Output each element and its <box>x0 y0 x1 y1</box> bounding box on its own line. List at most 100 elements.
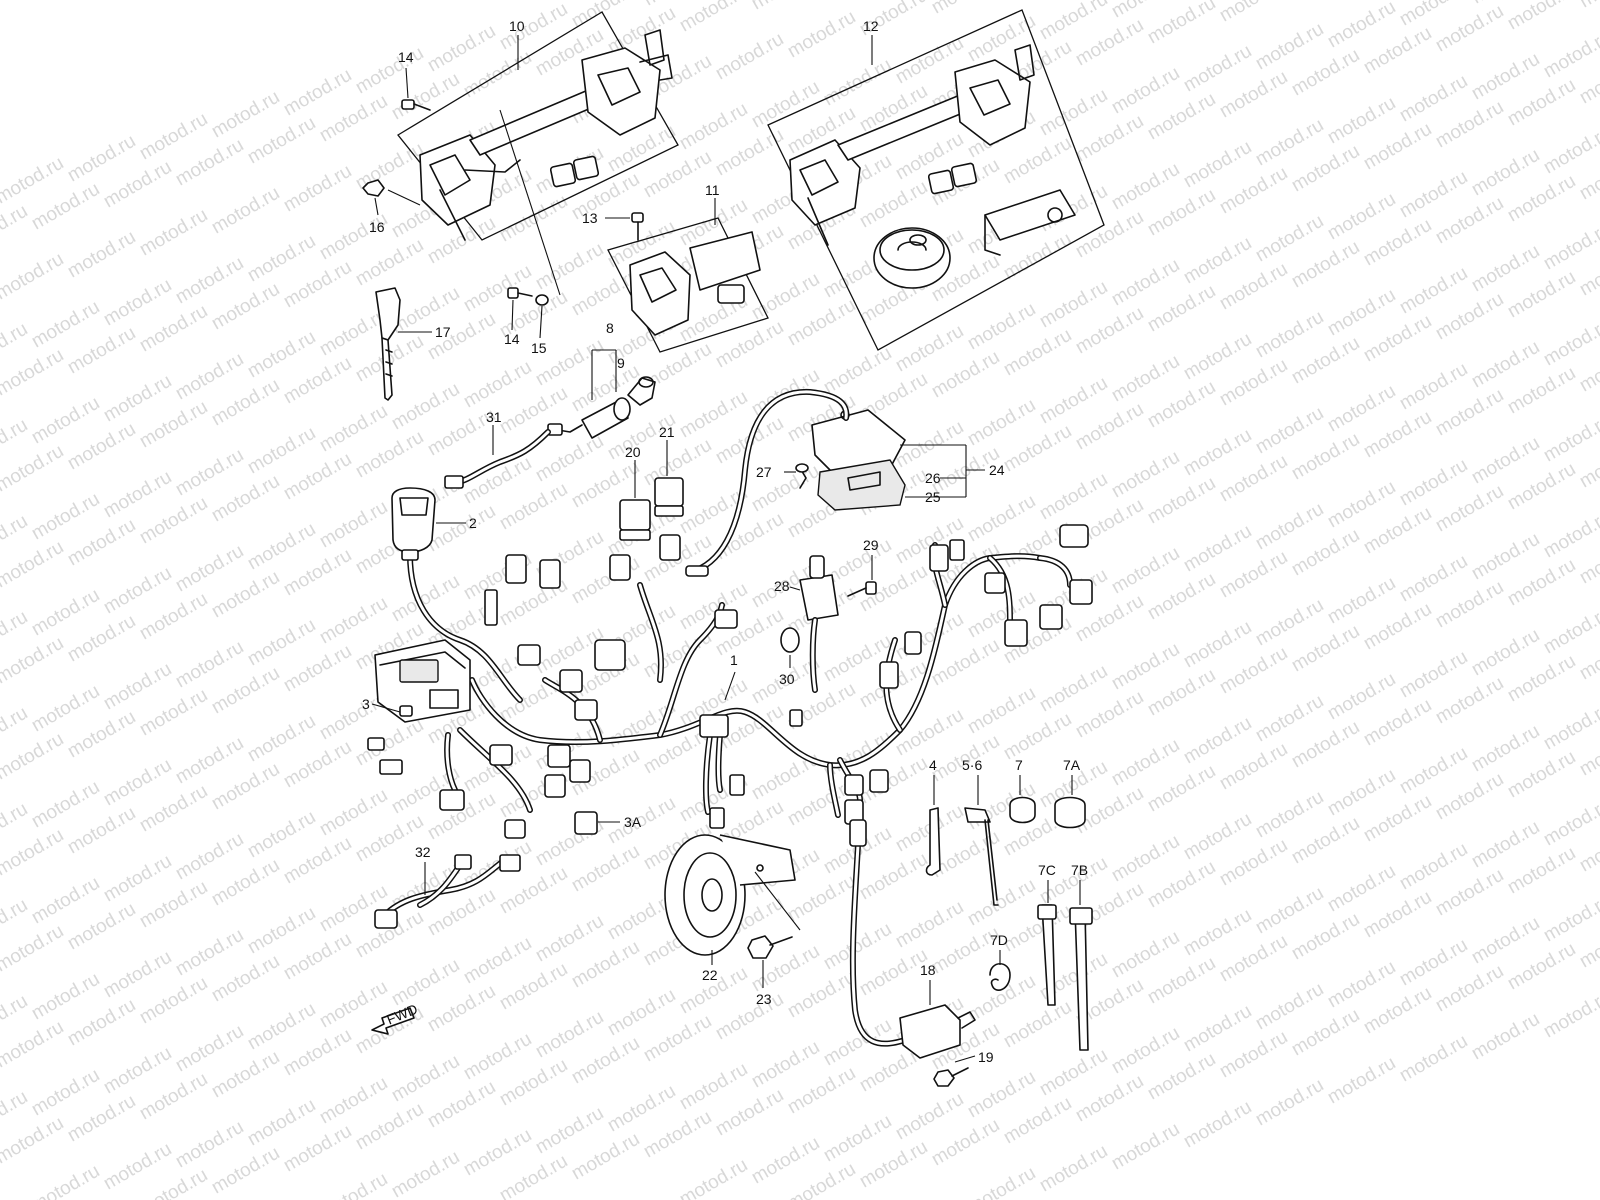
watermark-text: motod.ru <box>280 161 355 217</box>
washer-15 <box>499 109 561 339</box>
sub-harness-32 <box>374 854 521 929</box>
watermark-text: motod.ru <box>316 1169 391 1200</box>
callout-29: 29 <box>863 537 879 553</box>
watermark-text: motod.ru <box>1540 795 1600 851</box>
control-unit-24 <box>811 409 985 511</box>
clamp-7B <box>1069 880 1093 1051</box>
ignition-switch-2 <box>391 487 466 561</box>
bolt-23 <box>747 935 793 988</box>
watermark-text: motod.ru <box>1540 27 1600 83</box>
callout-24: 24 <box>989 462 1005 478</box>
callout-4: 4 <box>929 757 937 773</box>
watermark-text: motod.ru <box>1540 219 1600 275</box>
watermark-text: motod.ru <box>784 7 859 63</box>
callout-26: 26 <box>925 470 941 486</box>
watermark-text: motod.ru <box>28 1161 103 1200</box>
watermark-text: motod.ru <box>0 441 67 497</box>
screw-29 <box>847 555 877 597</box>
horn-22 <box>664 834 801 965</box>
callout-8: 8 <box>606 320 614 336</box>
watermark-text: motod.ru <box>0 633 67 689</box>
clamp-5-6 <box>964 775 999 906</box>
watermark-text: motod.ru <box>1540 315 1600 371</box>
accessory-socket-8 <box>547 349 656 439</box>
watermark-text: motod.ru <box>352 139 427 195</box>
watermark-text: motod.ru <box>1288 0 1363 4</box>
watermark-text: motod.ru <box>64 227 139 283</box>
callout-19: 19 <box>978 1049 994 1065</box>
relay-20 <box>619 460 651 541</box>
clamp-7C <box>1037 880 1057 1006</box>
watermark-text: motod.ru <box>1036 1141 1111 1197</box>
assembly-box-12 <box>767 9 1105 351</box>
screw-19 <box>933 1055 976 1087</box>
watermark-text: motod.ru <box>0 201 31 257</box>
watermark-text: motod.ru <box>1324 1053 1399 1109</box>
collar-30 <box>780 627 800 668</box>
watermark-text: motod.ru <box>1468 1009 1543 1065</box>
watermark-text: motod.ru <box>0 537 67 593</box>
callout-14-top: 14 <box>398 49 414 65</box>
sensor-lead-cable <box>685 388 850 577</box>
callout-9: 9 <box>617 355 625 371</box>
relay-21 <box>654 440 684 517</box>
bolt-14-lower <box>507 287 533 331</box>
callout-labels: 1 2 3 3A 4 5·6 7 7A 7B 7C 7D 8 9 10 11 1… <box>362 18 1088 1065</box>
callout-21: 21 <box>659 424 675 440</box>
callout-18: 18 <box>920 962 936 978</box>
callout-28: 28 <box>774 578 790 594</box>
watermark-text: motod.ru <box>1540 699 1600 755</box>
callout-20: 20 <box>625 444 641 460</box>
watermark-text: motod.ru <box>1504 0 1579 34</box>
watermark-text: motod.ru <box>712 29 787 85</box>
callout-3A: 3A <box>624 814 642 830</box>
ignition-key-17 <box>375 287 432 401</box>
callout-10: 10 <box>509 18 525 34</box>
callout-13: 13 <box>582 210 598 226</box>
clamp-7A <box>1054 775 1086 829</box>
callout-2: 2 <box>469 515 477 531</box>
watermark-text: motod.ru <box>1540 123 1600 179</box>
watermark-text: motod.ru <box>136 205 211 261</box>
callout-5-6: 5·6 <box>962 757 982 773</box>
screw-14-top <box>401 67 431 111</box>
sub-harness-31 <box>444 425 551 489</box>
fuse-3A <box>574 811 620 835</box>
sidestand-switch-18 <box>849 819 976 1059</box>
callout-7D: 7D <box>990 932 1008 948</box>
watermark-text: motod.ru <box>0 345 67 401</box>
callout-27: 27 <box>756 464 772 480</box>
watermark-text: motod.ru <box>1540 603 1600 659</box>
screw-13 <box>605 212 644 241</box>
harness-connectors <box>367 524 1093 839</box>
watermark-text: motod.ru <box>748 0 823 14</box>
callout-7B: 7B <box>1071 862 1088 878</box>
watermark-text: motod.ru <box>0 249 67 305</box>
callout-15: 15 <box>531 340 547 356</box>
seat-lock-assembly-11 <box>629 231 761 336</box>
lock-set-assembly-12 <box>789 44 1076 289</box>
callout-1: 1 <box>730 652 738 668</box>
fwd-direction-arrow: FWD <box>371 1001 420 1035</box>
callout-3: 3 <box>362 696 370 712</box>
callout-32: 32 <box>415 844 431 860</box>
nut-16 <box>362 179 421 216</box>
watermark-text: motod.ru <box>1108 1119 1183 1175</box>
callout-16: 16 <box>369 219 385 235</box>
watermark-text: motod.ru <box>1252 1075 1327 1131</box>
watermark-text: motod.ru <box>1540 891 1600 947</box>
watermark-text: motod.ru <box>676 1155 751 1200</box>
watermark-text: motod.ru <box>0 1113 67 1169</box>
callout-22: 22 <box>702 967 718 983</box>
callout-14-lower: 14 <box>504 331 520 347</box>
watermark-text: motod.ru <box>388 1147 463 1200</box>
screw-27 <box>784 463 809 489</box>
watermark-text: motod.ru <box>0 921 67 977</box>
callout-11: 11 <box>705 182 720 198</box>
watermark-text: motod.ru <box>1396 1031 1471 1087</box>
ignition-lock-assembly-10 <box>419 29 673 241</box>
callout-12: 12 <box>863 18 879 34</box>
watermark-text: motod.ru <box>0 825 67 881</box>
watermark-text: motod.ru <box>1540 987 1600 1043</box>
